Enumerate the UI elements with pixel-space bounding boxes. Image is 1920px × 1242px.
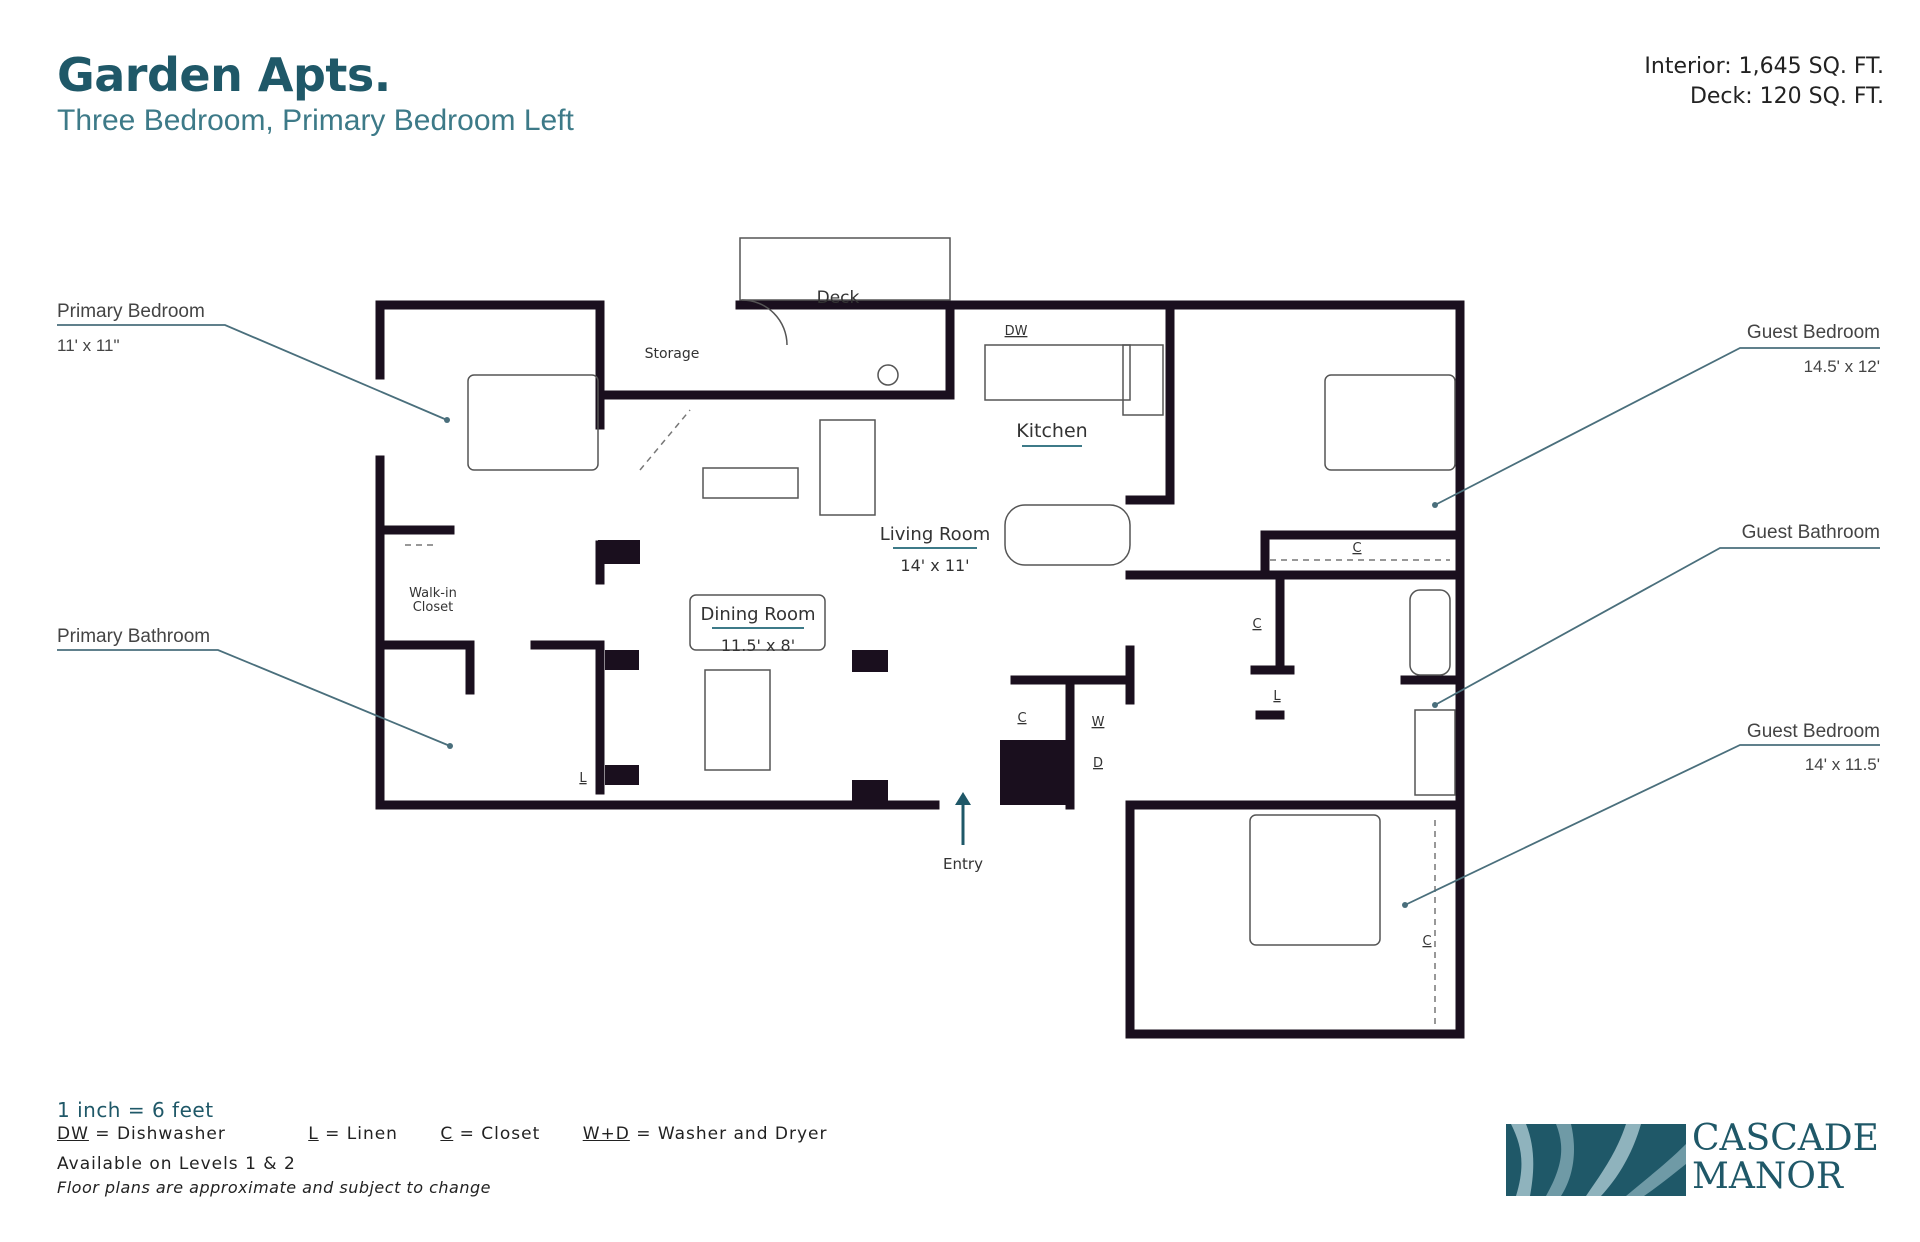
guest-closet-marker: C <box>1352 541 1361 556</box>
hall-closet-marker: C <box>1252 617 1261 632</box>
guest-linen-marker: L <box>1273 689 1281 704</box>
disclaimer-note: Floor plans are approximate and subject … <box>57 1178 491 1197</box>
callout-primary-bedroom-dimensions: 11' x 11" <box>57 336 120 355</box>
walk-in-closet-label-2: Closet <box>413 600 454 615</box>
linen-marker: L <box>579 771 587 786</box>
deck-area: Deck: 120 SQ. FT. <box>1689 84 1884 109</box>
plan-title: Garden Apts. <box>57 48 391 102</box>
exterior-walls <box>375 300 1465 1039</box>
dining-room-dimensions: 11.5' x 8' <box>721 636 795 655</box>
entry-label: Entry <box>943 855 983 873</box>
callout-primary-bathroom: Primary Bathroom <box>57 626 210 647</box>
dining-room-label: Dining Room <box>700 604 815 625</box>
callout-guest-bedroom-1-dimensions: 14.5' x 12' <box>1804 357 1880 376</box>
callout-dots <box>444 417 1438 908</box>
legend-dishwasher: DW = Dishwasher <box>57 1124 226 1144</box>
plan-subtitle: Three Bedroom, Primary Bedroom Left <box>57 104 574 137</box>
callout-guest-bedroom-2-dimensions: 14' x 11.5' <box>1805 755 1880 774</box>
callout-primary-bedroom: Primary Bedroom <box>57 301 205 322</box>
legend-washer-dryer: W+D = Washer and Dryer <box>582 1124 828 1144</box>
closet-marker: C <box>1017 711 1026 726</box>
entry-arrowhead <box>955 792 971 805</box>
callout-guest-bedroom-2: Guest Bedroom <box>1747 721 1880 742</box>
interior-area: Interior: 1,645 SQ. FT. <box>1644 54 1884 79</box>
callout-guest-bedroom-1: Guest Bedroom <box>1747 322 1880 343</box>
fixtures <box>467 237 1456 946</box>
storage-label: Storage <box>645 346 700 362</box>
closet-rods <box>405 409 1450 1025</box>
living-room-dimensions: 14' x 11' <box>900 556 969 575</box>
area-summary: Interior: 1,645 SQ. FT. Deck: 120 SQ. FT… <box>1644 52 1884 112</box>
living-room-label: Living Room <box>880 524 991 545</box>
callout-guest-bathroom: Guest Bathroom <box>1742 522 1880 543</box>
brand-line-2: MANOR <box>1692 1156 1843 1197</box>
dryer-marker: D <box>1093 756 1103 771</box>
dishwasher-label: DW <box>1005 324 1028 339</box>
availability-note: Available on Levels 1 & 2 <box>57 1154 296 1174</box>
legend-linen: L = Linen <box>308 1124 398 1144</box>
cascade-manor-logo-icon <box>1506 1124 1686 1196</box>
deck-label: Deck <box>817 288 860 308</box>
brand-line-1: CASCADE <box>1692 1118 1879 1159</box>
scale-note: 1 inch = 6 feet <box>57 1098 214 1122</box>
legend-closet: C = Closet <box>440 1124 541 1144</box>
legend: 1 inch = 6 feet DW = Dishwasher L = Line… <box>57 1098 864 1197</box>
walk-in-closet-label-1: Walk-in <box>409 586 457 601</box>
wall-blocks <box>598 540 1068 805</box>
bedroom-closet-marker: C <box>1422 934 1431 949</box>
callout-leaders <box>57 324 1880 906</box>
kitchen-label: Kitchen <box>1016 420 1087 442</box>
abbreviation-key: DW = Dishwasher L = Linen C = Closet W+D… <box>57 1124 864 1144</box>
washer-marker: W <box>1092 715 1105 730</box>
brand-name: CASCADE MANOR <box>1692 1120 1879 1196</box>
